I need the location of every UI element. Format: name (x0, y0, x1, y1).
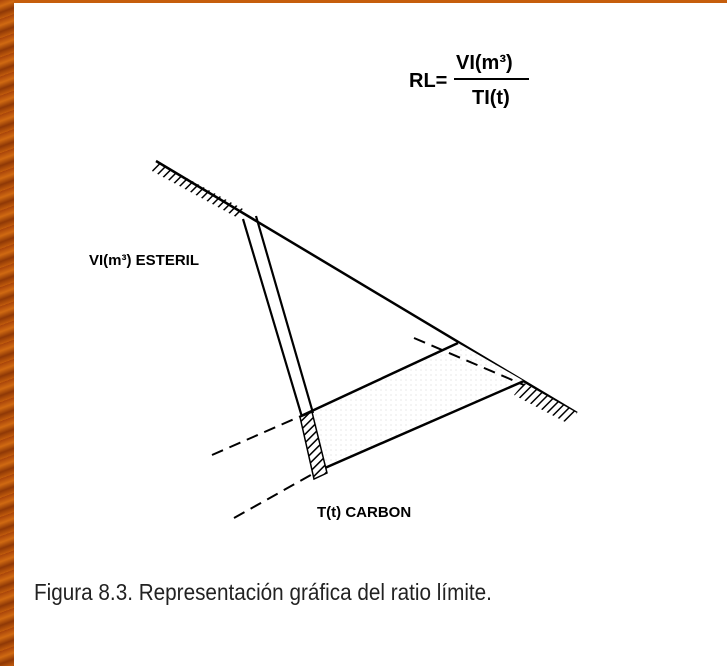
seam-top-extension-left (211, 415, 302, 456)
formula-numerator: VI(m³) (456, 52, 513, 74)
ratio-limit-diagram: RL= VI(m³) TI(t) VI(m³) ESTERIL T(t) CAR… (89, 52, 578, 521)
formula-lhs: RL= (409, 70, 447, 92)
ground-hatch-left (152, 161, 243, 217)
seam-bottom-extension-left (233, 470, 319, 519)
seam-top-extension-right (413, 337, 525, 386)
coal-cut-hatch (299, 410, 328, 481)
left-texture-border (0, 0, 14, 666)
ground-hatch-right (514, 383, 577, 423)
coal-seam-fill (301, 343, 524, 471)
slide: RL= VI(m³) TI(t) VI(m³) ESTERIL T(t) CAR… (14, 3, 727, 666)
excavation-wall (241, 215, 328, 481)
formula-denominator: TI(t) (472, 87, 510, 109)
top-stripe (0, 0, 727, 3)
seam-bottom-line (317, 379, 525, 473)
wall-right-edge (254, 215, 315, 414)
wall-left-edge (241, 218, 304, 418)
waste-label: VI(m³) ESTERIL (89, 252, 199, 269)
ground-line (155, 159, 578, 415)
seam-top-line (300, 341, 459, 418)
figure-caption: Figura 8.3. Representación gráfica del r… (34, 579, 492, 605)
ground-surface (152, 159, 578, 423)
coal-label: T(t) CARBON (317, 504, 411, 521)
ratio-formula: RL= VI(m³) TI(t) (409, 52, 529, 109)
